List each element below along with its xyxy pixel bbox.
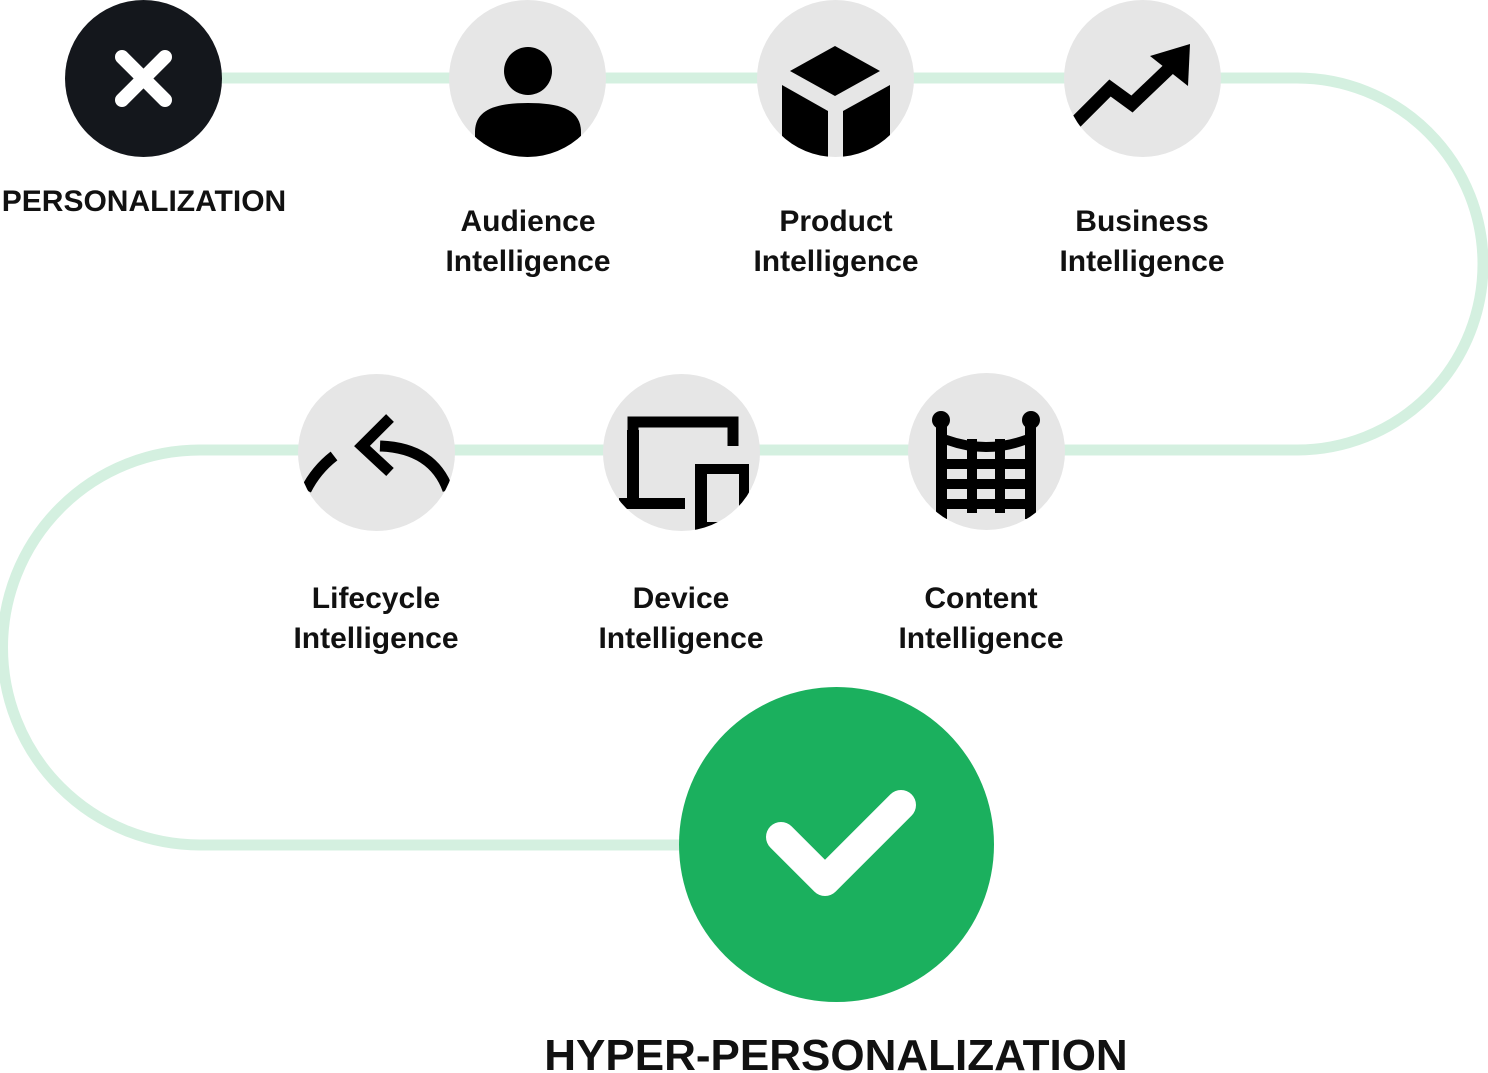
checkmark-icon bbox=[766, 790, 916, 896]
cycle-arrow-icon bbox=[301, 414, 454, 493]
end-node bbox=[679, 687, 994, 1002]
grid-net-icon bbox=[932, 411, 1040, 519]
step-label-audience: Audience Intelligence bbox=[445, 205, 611, 278]
step-label-lifecycle: Lifecycle Intelligence bbox=[293, 582, 459, 655]
trending-up-icon bbox=[1067, 44, 1190, 131]
devices-icon bbox=[619, 416, 749, 531]
start-label: PERSONALIZATION bbox=[1, 185, 287, 218]
step-node-device bbox=[603, 374, 760, 531]
user-icon bbox=[475, 47, 581, 157]
step-node-audience bbox=[449, 0, 606, 157]
step-node-content bbox=[908, 373, 1065, 530]
start-node bbox=[65, 0, 222, 157]
step-label-device: Device Intelligence bbox=[598, 582, 764, 655]
box-icon bbox=[782, 46, 890, 157]
close-icon bbox=[115, 50, 172, 107]
step-node-product bbox=[757, 0, 914, 157]
step-label-product: Product Intelligence bbox=[753, 205, 919, 278]
step-node-lifecycle bbox=[298, 374, 455, 531]
step-node-business bbox=[1064, 0, 1221, 157]
step-label-business: Business Intelligence bbox=[1059, 205, 1225, 278]
end-label: HYPER-PERSONALIZATION bbox=[544, 1031, 1128, 1073]
step-label-content: Content Intelligence bbox=[898, 582, 1064, 655]
